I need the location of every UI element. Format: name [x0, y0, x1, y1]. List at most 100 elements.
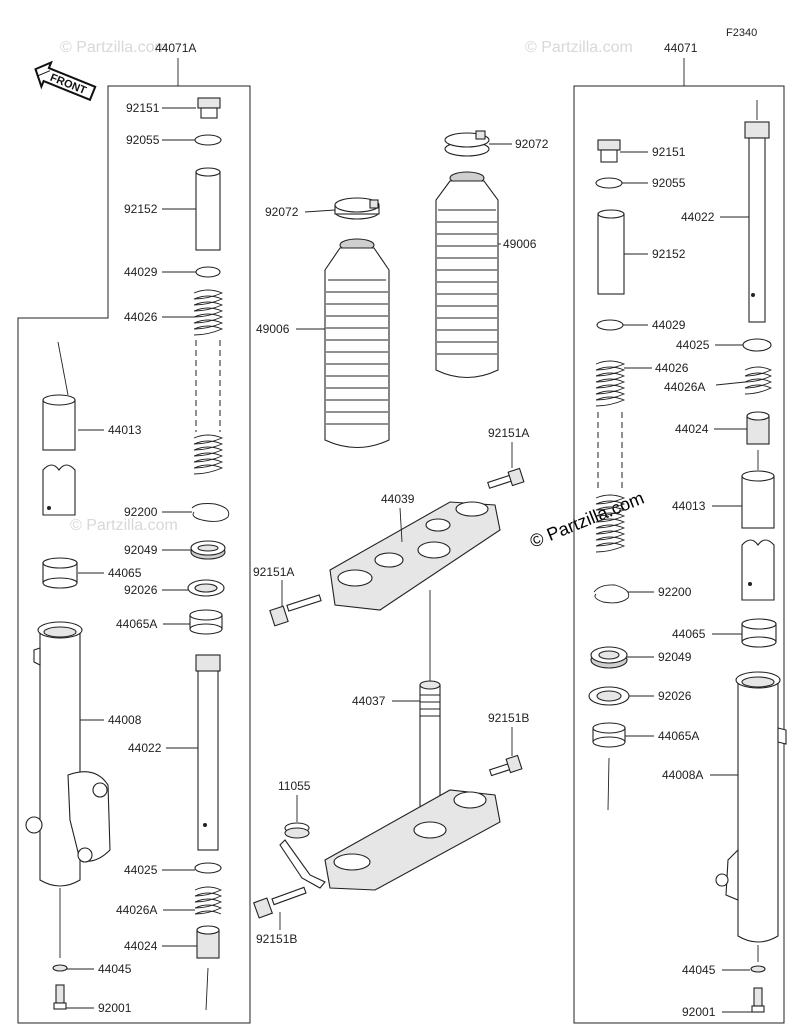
svg-text:44065: 44065 [108, 566, 142, 580]
part-92055-right [595, 177, 623, 189]
part-44065A-right [592, 722, 626, 748]
part-44026-left [193, 289, 224, 475]
svg-text:44024: 44024 [675, 422, 709, 436]
part-44008A-right [715, 671, 787, 943]
svg-text:92152: 92152 [652, 247, 686, 261]
part-92151A-lower [269, 594, 322, 627]
svg-text:92151: 92151 [652, 145, 686, 159]
svg-text:92049: 92049 [124, 543, 158, 557]
svg-text:92151A: 92151A [253, 565, 294, 579]
svg-text:49006: 49006 [503, 237, 537, 251]
part-92026-left [187, 579, 225, 597]
part-92072-center-left [334, 197, 380, 220]
part-44026-right [595, 360, 626, 553]
svg-text:44022: 44022 [128, 741, 162, 755]
svg-text:44029: 44029 [652, 318, 686, 332]
part-44022-right [744, 100, 770, 323]
svg-text:44026A: 44026A [664, 380, 705, 394]
svg-text:92151B: 92151B [256, 932, 297, 946]
part-92151B-lower [252, 886, 307, 919]
part-92151-right [597, 139, 621, 163]
part-49006-center-left [324, 238, 390, 448]
svg-text:92055: 92055 [126, 133, 160, 147]
part-92152-right [597, 209, 625, 295]
svg-text:44026A: 44026A [116, 903, 157, 917]
svg-text:44045: 44045 [682, 963, 716, 977]
part-49006-center-right [435, 171, 499, 378]
part-44045-right [750, 965, 766, 973]
svg-text:44065A: 44065A [658, 729, 699, 743]
part-92026-right [588, 686, 630, 706]
svg-text:44065: 44065 [672, 627, 706, 641]
part-44008-left [25, 621, 111, 887]
part-44013-left [42, 341, 76, 516]
watermark-faint: © Partzilla.com [525, 39, 633, 56]
svg-text:44037: 44037 [352, 694, 386, 708]
part-44022-left [195, 654, 221, 851]
svg-text:11055: 11055 [278, 779, 311, 793]
part-lower-triple-clamp [324, 789, 501, 891]
watermark-faint: © Partzilla.com [70, 517, 178, 534]
svg-text:92151: 92151 [126, 101, 160, 115]
svg-text:92001: 92001 [682, 1005, 716, 1019]
figure-code: F2340 [726, 27, 757, 39]
svg-text:49006: 49006 [256, 322, 290, 336]
part-44065A-left [189, 609, 223, 635]
svg-text:44013: 44013 [108, 423, 142, 437]
svg-text:92151A: 92151A [488, 426, 529, 440]
right-group-ref: 44071 [664, 41, 698, 55]
part-44024-left [196, 925, 220, 959]
part-92152-left [195, 167, 221, 251]
part-44013-right [741, 450, 775, 601]
front-arrow-icon: FRONT [34, 60, 97, 102]
left-group-ref: 44071A [155, 41, 196, 55]
svg-text:44022: 44022 [681, 210, 715, 224]
svg-text:44045: 44045 [98, 962, 132, 976]
part-92200-right [593, 584, 630, 604]
part-92200-left [191, 503, 230, 522]
part-44029-right [596, 319, 624, 331]
part-44025-left [194, 862, 222, 874]
svg-text:92055: 92055 [652, 176, 686, 190]
left-assembly-frame [17, 85, 251, 1024]
center-labels: 92072 92072 49006 49006 92151A 44039 921… [253, 137, 549, 946]
svg-text:92200: 92200 [124, 505, 158, 519]
part-44025-right [742, 338, 772, 352]
part-92001-left [53, 984, 67, 1010]
part-44029-left [195, 266, 221, 278]
svg-text:92151B: 92151B [488, 711, 529, 725]
part-92151A-upper [487, 467, 525, 489]
part-44065-right [741, 618, 777, 648]
part-92151B-upper [488, 754, 523, 777]
part-44026A-left [194, 886, 223, 915]
part-92055-left [194, 134, 222, 146]
svg-text:92001: 92001 [98, 1001, 132, 1015]
svg-text:92152: 92152 [124, 202, 158, 216]
svg-text:44065A: 44065A [116, 617, 157, 631]
right-assembly-frame [573, 85, 785, 1024]
svg-text:92072: 92072 [265, 205, 299, 219]
right-labels: 92151 92055 44022 92152 44029 44025 4402… [620, 145, 752, 1019]
part-92049-left [190, 540, 226, 560]
part-11055 [279, 795, 326, 889]
svg-text:44008: 44008 [108, 713, 142, 727]
svg-text:44026: 44026 [124, 310, 158, 324]
svg-text:44039: 44039 [381, 492, 415, 506]
part-92072-center-right [444, 130, 490, 157]
part-92049-right [590, 646, 628, 669]
svg-text:44024: 44024 [124, 939, 158, 953]
part-92001-right [751, 987, 765, 1013]
svg-text:44025: 44025 [676, 338, 710, 352]
part-44045-left [52, 964, 68, 972]
watermark-faint: © Partzilla.com [60, 39, 168, 56]
part-44039 [329, 501, 501, 611]
svg-text:44025: 44025 [124, 863, 158, 877]
svg-text:44026: 44026 [655, 361, 689, 375]
svg-text:92049: 92049 [658, 650, 692, 664]
left-labels: 92151 92055 92152 44029 44026 44013 9220… [66, 101, 198, 1015]
svg-text:44008A: 44008A [662, 768, 703, 782]
watermark-main: © Partzilla.com [527, 488, 647, 552]
part-92151-left [197, 97, 221, 119]
svg-text:92200: 92200 [658, 585, 692, 599]
